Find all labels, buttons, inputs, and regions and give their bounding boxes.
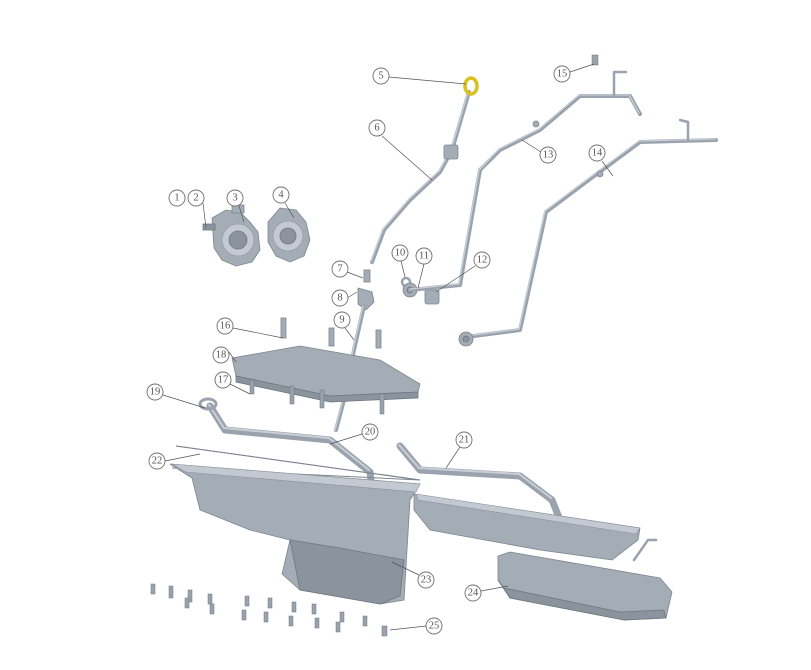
callout-20: 20 xyxy=(361,423,379,441)
svg-text:21: 21 xyxy=(459,435,470,446)
svg-text:23: 23 xyxy=(421,575,432,586)
dowel-pin xyxy=(328,327,335,347)
callout-8: 8 xyxy=(331,289,349,307)
callout-12: 12 xyxy=(473,251,491,269)
svg-text:6: 6 xyxy=(374,123,379,134)
callout-18: 18 xyxy=(212,346,230,364)
svg-text:25: 25 xyxy=(429,621,440,632)
baffle-plate-18 xyxy=(231,345,421,415)
callout-3: 3 xyxy=(226,189,244,207)
callout-14: 14 xyxy=(588,144,606,162)
dowel-pin xyxy=(375,329,382,349)
callout-16: 16 xyxy=(216,317,234,335)
svg-text:22: 22 xyxy=(152,456,163,467)
svg-text:7: 7 xyxy=(337,264,342,275)
upper-oil-pan-23 xyxy=(169,463,421,605)
svg-text:5: 5 xyxy=(378,71,383,82)
svg-text:2: 2 xyxy=(193,193,198,204)
callout-19: 19 xyxy=(146,383,164,401)
bolt-15 xyxy=(591,54,599,66)
callout-21: 21 xyxy=(455,431,473,449)
callout-4: 4 xyxy=(272,186,290,204)
dipstick-handle xyxy=(463,76,479,96)
callout-17: 17 xyxy=(214,371,232,389)
callout-7: 7 xyxy=(331,260,349,278)
callout-22: 22 xyxy=(148,452,166,470)
svg-text:9: 9 xyxy=(339,315,344,326)
lower-oil-pan xyxy=(413,493,658,562)
callout-6: 6 xyxy=(368,119,386,137)
sump-24 xyxy=(497,551,673,621)
callout-5: 5 xyxy=(372,67,390,85)
callout-11: 11 xyxy=(415,247,433,265)
svg-text:24: 24 xyxy=(468,588,479,599)
svg-text:8: 8 xyxy=(337,293,342,304)
callout-15: 15 xyxy=(553,65,571,83)
oil-pump-rear-half xyxy=(202,204,261,267)
callout-25: 25 xyxy=(425,617,443,635)
dipstick xyxy=(370,76,479,264)
callout-10: 10 xyxy=(391,244,409,262)
callout-23: 23 xyxy=(417,571,435,589)
callout-24: 24 xyxy=(464,584,482,602)
leader-lines xyxy=(162,63,614,631)
o-ring-7 xyxy=(363,269,371,283)
svg-text:20: 20 xyxy=(365,427,376,438)
oil-tube-13 xyxy=(408,70,642,292)
svg-text:14: 14 xyxy=(592,148,603,159)
oil-tube-14 xyxy=(458,118,718,347)
bolt-set-25 xyxy=(150,583,388,637)
callout-13: 13 xyxy=(539,146,557,164)
svg-text:10: 10 xyxy=(395,248,406,259)
oil-return-tube-21 xyxy=(396,442,564,524)
svg-text:1: 1 xyxy=(174,193,179,204)
svg-text:4: 4 xyxy=(278,190,284,201)
callout-1: 1 xyxy=(168,189,186,207)
svg-text:12: 12 xyxy=(477,255,488,266)
svg-text:15: 15 xyxy=(557,69,568,80)
dowel-pin-16 xyxy=(280,317,287,339)
svg-text:16: 16 xyxy=(220,321,231,332)
svg-text:19: 19 xyxy=(150,387,161,398)
plug-12 xyxy=(424,289,440,305)
oil-pump-front-half xyxy=(267,207,311,263)
svg-text:18: 18 xyxy=(216,350,227,361)
callout-2: 2 xyxy=(187,189,205,207)
svg-text:3: 3 xyxy=(232,193,237,204)
callout-9: 9 xyxy=(333,311,351,329)
svg-text:11: 11 xyxy=(419,251,429,262)
svg-text:13: 13 xyxy=(543,150,554,161)
svg-text:17: 17 xyxy=(218,375,229,386)
